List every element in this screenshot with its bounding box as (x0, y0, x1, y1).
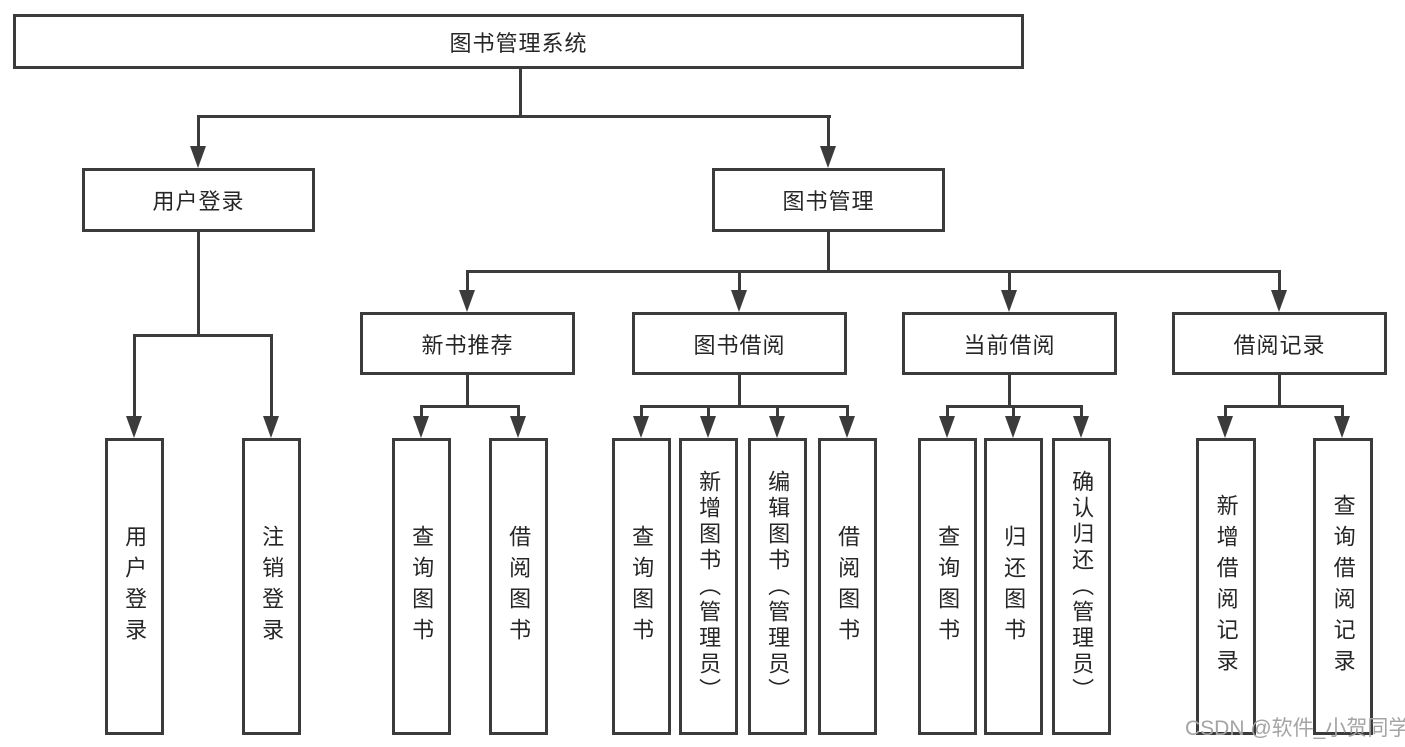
node-book-borrow-label: 图书借阅 (693, 332, 786, 358)
leaf-g4-add-borrow-record: 新增借阅记录 (1196, 438, 1256, 735)
connector-g4-drop-1 (1224, 405, 1227, 419)
connector-drop-borrow-records (1278, 270, 1281, 294)
arrowhead-g2-1 (633, 416, 649, 438)
arrowhead-g3-1 (939, 416, 955, 438)
leaf-g2-borrow-books-label: 借阅图书 (835, 524, 861, 649)
arrowhead-g1-2 (510, 416, 526, 438)
node-current-borrow: 当前借阅 (902, 312, 1117, 375)
connector-drop-book-borrow (738, 270, 741, 294)
connector-g2-drop-3 (776, 405, 779, 419)
arrowhead-g2-4 (839, 416, 855, 438)
connector-bookmgmt-hline (466, 270, 1281, 273)
connector-root-vline (519, 69, 522, 117)
connector-root-hline (197, 115, 831, 118)
arrowhead-g3-3 (1073, 416, 1089, 438)
leaf-g3-return-books-label: 归还图书 (1001, 524, 1027, 649)
connector-g4-hline (1224, 405, 1344, 408)
node-user-login-label: 用户登录 (152, 189, 245, 214)
leaf-g3-confirm-return-admin-label: 确认归还（管理员） (1069, 469, 1095, 704)
connector-drop-book-management (827, 115, 830, 149)
connector-g3-vline (1008, 375, 1011, 407)
arrowhead-g4-2 (1334, 416, 1350, 438)
arrowhead-g2-3 (769, 416, 785, 438)
connector-drop-current-borrow (1008, 270, 1011, 294)
leaf-g1-query-books: 查询图书 (392, 438, 451, 735)
connector-g1-drop-1 (420, 405, 423, 419)
node-new-book-recommend-label: 新书推荐 (421, 332, 514, 358)
node-borrow-records-label: 借阅记录 (1233, 332, 1326, 358)
leaf-g3-return-books: 归还图书 (984, 438, 1043, 735)
connector-g2-drop-2 (707, 405, 710, 419)
arrowhead-g2-2 (700, 416, 716, 438)
connector-g3-drop-3 (1080, 405, 1083, 419)
connector-userlogin-hline (133, 334, 273, 337)
arrowhead-logout-leaf (263, 416, 279, 438)
leaf-logout: 注销登录 (242, 438, 301, 735)
leaf-user-login: 用户登录 (105, 438, 164, 735)
node-user-login: 用户登录 (82, 168, 315, 232)
leaf-g4-query-borrow-record-label: 查询借阅记录 (1330, 493, 1356, 680)
leaf-g2-borrow-books: 借阅图书 (818, 438, 877, 735)
leaf-g4-query-borrow-record: 查询借阅记录 (1313, 438, 1373, 735)
connector-g1-hline (420, 405, 520, 408)
node-root: 图书管理系统 (13, 14, 1024, 69)
node-root-label: 图书管理系统 (449, 30, 588, 56)
leaf-g3-confirm-return-admin: 确认归还（管理员） (1052, 438, 1111, 735)
arrowhead-borrow-records (1271, 290, 1287, 312)
arrowhead-user-login (190, 146, 206, 168)
leaf-logout-label: 注销登录 (259, 524, 285, 649)
connector-g4-vline (1278, 375, 1281, 407)
connector-g3-drop-1 (946, 405, 949, 419)
leaf-g1-borrow-books-label: 借阅图书 (506, 524, 532, 649)
connector-g2-drop-4 (846, 405, 849, 419)
leaf-g2-add-book-admin: 新增图书（管理员） (679, 438, 738, 735)
leaf-g2-edit-book-admin-label: 编辑图书（管理员） (765, 469, 791, 704)
node-book-borrow: 图书借阅 (632, 312, 847, 375)
connector-drop-new-book (466, 270, 469, 294)
arrowhead-current-borrow (1001, 290, 1017, 312)
arrowhead-login-leaf (126, 416, 142, 438)
connector-g2-drop-1 (640, 405, 643, 419)
leaf-g1-query-books-label: 查询图书 (409, 524, 435, 649)
arrowhead-book-borrow (731, 290, 747, 312)
arrowhead-book-management (820, 146, 836, 168)
leaf-g2-add-book-admin-label: 新增图书（管理员） (696, 469, 722, 704)
leaf-g2-edit-book-admin: 编辑图书（管理员） (748, 438, 807, 735)
leaf-g3-query-books: 查询图书 (918, 438, 977, 735)
leaf-g3-query-books-label: 查询图书 (935, 524, 961, 649)
arrowhead-g1-1 (413, 416, 429, 438)
node-borrow-records: 借阅记录 (1172, 312, 1387, 375)
connector-drop-logout-leaf (270, 334, 273, 418)
leaf-g2-query-books: 查询图书 (612, 438, 671, 735)
connector-drop-login-leaf (133, 334, 136, 418)
connector-g2-vline (738, 375, 741, 407)
node-new-book-recommend: 新书推荐 (360, 312, 575, 375)
leaf-user-login-label: 用户登录 (122, 524, 148, 649)
node-book-management: 图书管理 (712, 168, 945, 232)
leaf-g2-query-books-label: 查询图书 (629, 524, 655, 649)
connector-drop-user-login (197, 115, 200, 149)
connector-g3-drop-2 (1012, 405, 1015, 419)
csdn-watermark: CSDN @软件_小贺同学 (1185, 717, 1405, 740)
connector-g4-drop-2 (1341, 405, 1344, 419)
connector-userlogin-vline (197, 232, 200, 336)
arrowhead-g4-1 (1217, 416, 1233, 438)
arrowhead-new-book (459, 290, 475, 312)
connector-g1-vline (466, 375, 469, 407)
connector-g1-drop-2 (517, 405, 520, 419)
leaf-g1-borrow-books: 借阅图书 (489, 438, 548, 735)
connector-g2-hline (640, 405, 849, 408)
node-current-borrow-label: 当前借阅 (963, 332, 1056, 358)
arrowhead-g3-2 (1005, 416, 1021, 438)
leaf-g4-add-borrow-record-label: 新增借阅记录 (1213, 493, 1239, 680)
node-book-management-label: 图书管理 (782, 189, 875, 214)
connector-bookmgmt-vline (827, 232, 830, 272)
